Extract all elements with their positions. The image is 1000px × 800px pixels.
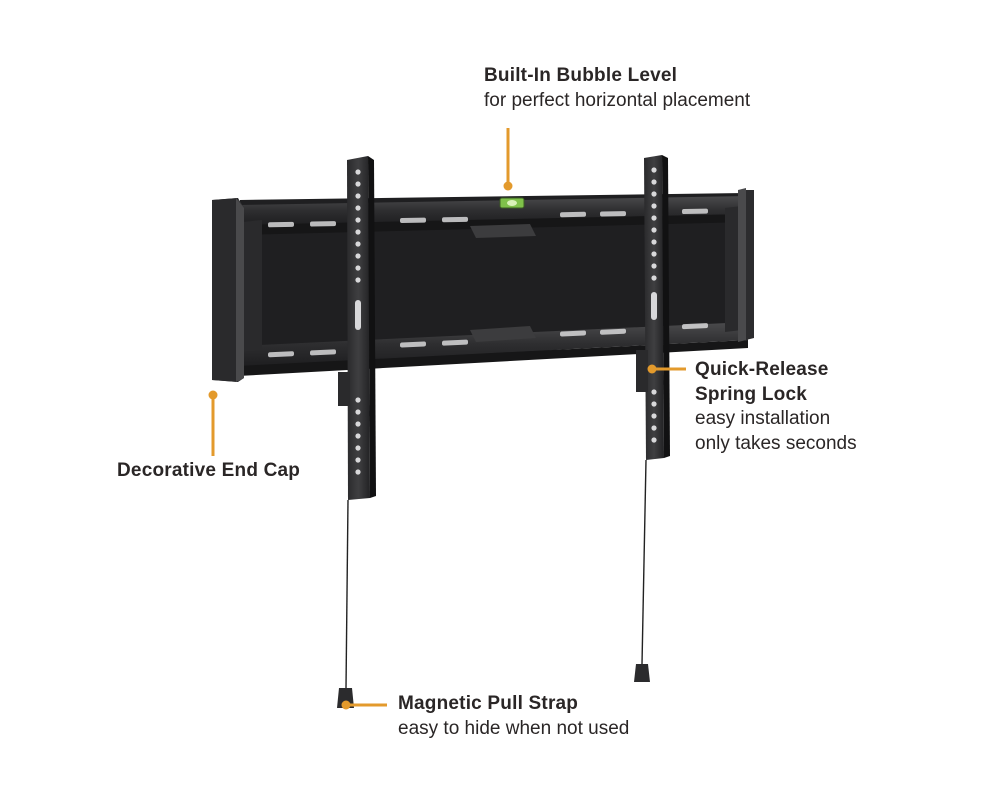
callout-title: Magnetic Pull Strap <box>398 693 579 714</box>
mount-frame <box>238 193 748 376</box>
callout-end-cap: Decorative End Cap <box>117 459 300 484</box>
callout-description-line2: only takes seconds <box>695 433 857 455</box>
callout-leaders <box>208 128 686 710</box>
rail-slots <box>268 208 708 358</box>
callout-description: easy to hide when not used <box>398 717 630 739</box>
callout-title-line2: Spring Lock <box>695 383 807 405</box>
callout-pull-strap: Magnetic Pull Strap easy to hide when no… <box>398 692 629 741</box>
left-tv-arm <box>338 156 376 500</box>
pull-strap-right <box>634 459 650 682</box>
bubble-level <box>499 197 525 209</box>
callout-title-line1: Quick-Release <box>695 359 829 380</box>
callout-title: Decorative End Cap <box>117 460 301 481</box>
right-end-cap <box>738 188 754 342</box>
left-end-cap <box>212 198 244 382</box>
callout-bubble-level: Built-In Bubble Level for perfect horizo… <box>484 64 750 113</box>
callout-spring-lock: Quick-Release Spring Lock easy installat… <box>695 358 857 457</box>
callout-description: for perfect horizontal placement <box>484 89 751 111</box>
callout-title: Built-In Bubble Level <box>484 65 678 86</box>
callout-description-line1: easy installation <box>695 408 831 430</box>
pull-strap-left <box>337 499 354 708</box>
right-tv-arm <box>636 155 670 460</box>
